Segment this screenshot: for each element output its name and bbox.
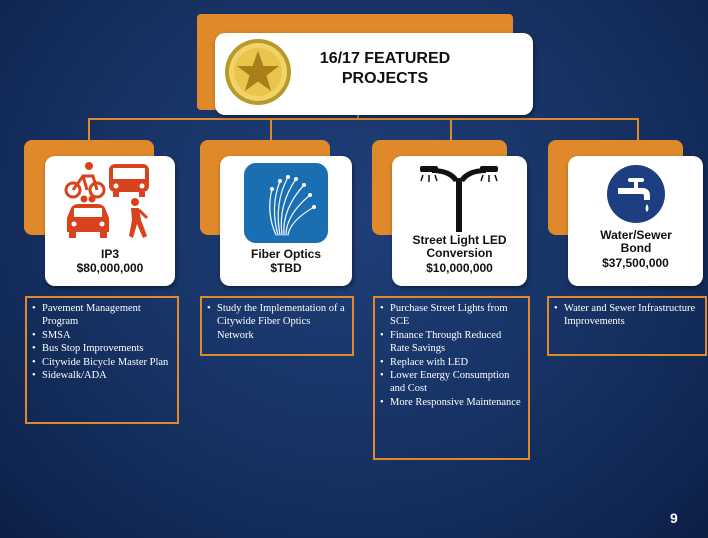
connector-drop-3 — [450, 118, 452, 140]
street-light-icon — [414, 160, 504, 232]
project-4-card: Water/Sewer Bond $37,500,000 — [568, 156, 703, 286]
project-4-name: Water/Sewer Bond — [600, 228, 672, 255]
project-3-amount: $10,000,000 — [426, 261, 493, 275]
project-1-name: IP3 — [100, 247, 119, 261]
list-item: Purchase Street Lights from SCE — [380, 302, 523, 329]
project-4-details: Water and Sewer Infrastructure Improveme… — [547, 296, 707, 356]
list-item: More Responsive Maintenance — [380, 396, 523, 410]
slide-number: 9 — [670, 510, 678, 526]
title-line-1: 16/17 FEATURED — [319, 50, 451, 67]
list-item: Bus Stop Improvements — [32, 342, 172, 356]
list-item: Finance Through Reduced Rate Savings — [380, 329, 523, 356]
star-icon — [223, 37, 293, 107]
project-3-card: Street Light LED Conversion $10,000,000 — [392, 156, 527, 286]
transport-icon — [63, 162, 159, 242]
connector-drop-1 — [88, 118, 90, 140]
list-item: Citywide Bicycle Master Plan — [32, 356, 172, 370]
list-item: Water and Sewer Infrastructure Improveme… — [554, 302, 700, 329]
project-4-amount: $37,500,000 — [602, 256, 669, 270]
project-3-details: Purchase Street Lights from SCE Finance … — [373, 296, 530, 460]
project-3-name: Street Light LED Conversion — [412, 233, 507, 260]
list-item: Study the Implementation of a Citywide F… — [207, 302, 347, 342]
project-2-name: Fiber Optics — [250, 247, 321, 261]
project-1-card: IP3 $80,000,000 — [45, 156, 175, 286]
connector-vertical-main — [357, 112, 359, 120]
project-1-details: Pavement Management Program SMSA Bus Sto… — [25, 296, 179, 424]
project-2-card: Fiber Optics $TBD — [220, 156, 352, 286]
list-item: Pavement Management Program — [32, 302, 172, 329]
connector-drop-4 — [637, 118, 639, 140]
list-item: Sidewalk/ADA — [32, 369, 172, 383]
project-2-amount: $TBD — [270, 261, 302, 275]
fiber-optics-icon — [244, 163, 328, 243]
title-line-2: PROJECTS — [341, 70, 429, 87]
list-item: Lower Energy Consumption and Cost — [380, 369, 523, 396]
list-item: SMSA — [32, 329, 172, 343]
connector-drop-2 — [270, 118, 272, 140]
connector-horizontal — [88, 118, 638, 120]
list-item: Replace with LED — [380, 356, 523, 370]
project-1-amount: $80,000,000 — [76, 261, 144, 275]
title-card: 16/17 FEATURED PROJECTS — [215, 33, 533, 115]
water-faucet-icon — [606, 164, 666, 224]
project-2-details: Study the Implementation of a Citywide F… — [200, 296, 354, 356]
